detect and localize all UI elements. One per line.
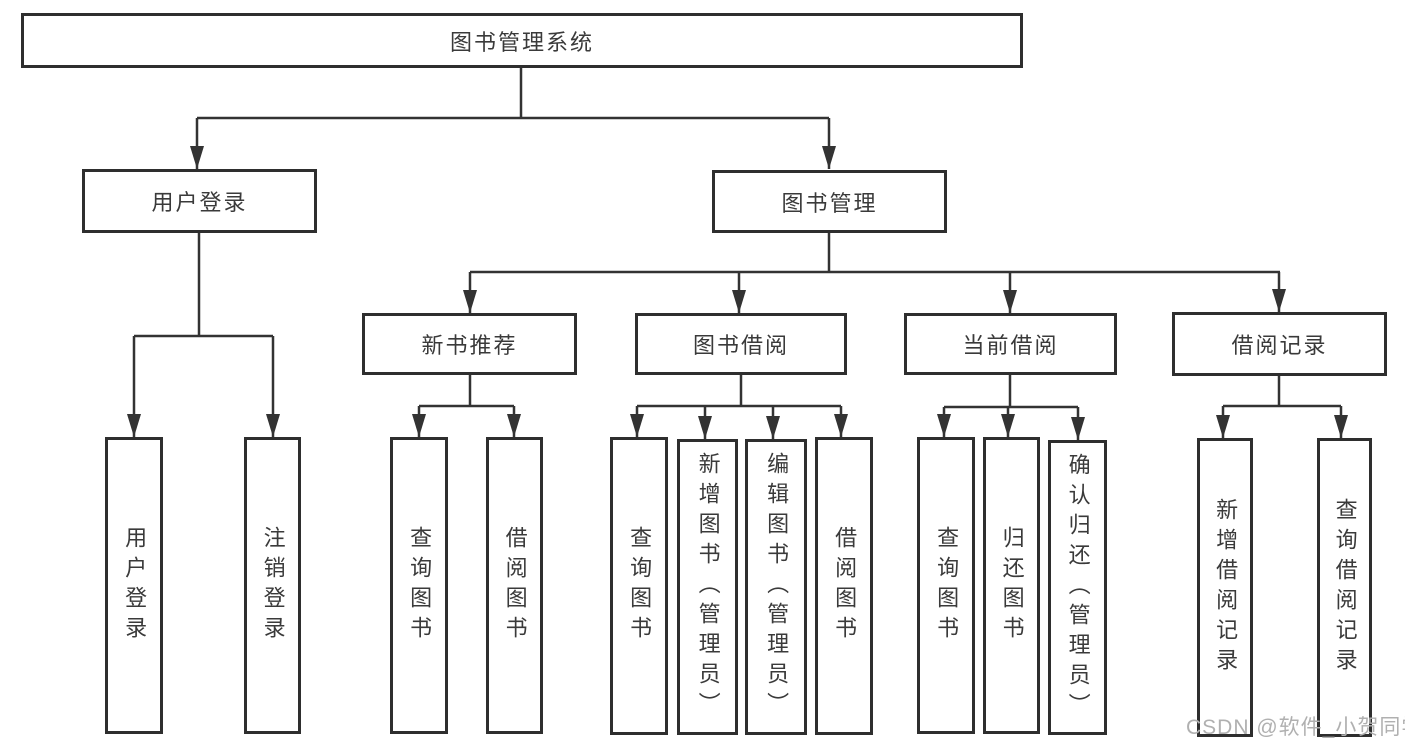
leaf-label: 借阅图书: [832, 526, 858, 646]
leaf-logout: 注销登录: [244, 437, 301, 734]
csdn-watermark: CSDN @软件_小贺同学: [1186, 716, 1405, 739]
node-current-borrow: 当前借阅: [904, 313, 1117, 375]
leaf-return-book: 归还图书: [983, 437, 1040, 734]
leaf-label: 用户登录: [122, 525, 148, 646]
leaf-label: 查询图书: [934, 525, 960, 646]
node-root: 图书管理系统: [21, 13, 1023, 68]
connector-current-group: [942, 375, 1080, 440]
connector-borrow-group: [635, 375, 843, 439]
connector-record-group: [1221, 376, 1343, 438]
node-book-borrow: 图书借阅: [635, 313, 847, 375]
connector-new-book-group: [417, 375, 516, 437]
leaf-confirm-return-admin: 确认归还（管理员）: [1048, 440, 1107, 735]
arrowheads: [127, 146, 1348, 440]
leaf-borrow-books-2: 借阅图书: [815, 437, 873, 735]
connector-user-login-group: [132, 233, 275, 437]
leaf-edit-book-admin: 编辑图书（管理员）: [745, 439, 807, 735]
node-user-login: 用户登录: [82, 169, 317, 233]
leaf-label: 查询借阅记录: [1332, 497, 1358, 678]
node-new-book-recommend: 新书推荐: [362, 313, 577, 375]
connector-root: [195, 68, 831, 169]
node-book-management: 图书管理: [712, 170, 947, 233]
leaf-label: 确认归还（管理员）: [1065, 452, 1091, 723]
leaf-label: 新增借阅记录: [1213, 497, 1239, 678]
leaf-query-books-1: 查询图书: [390, 437, 448, 734]
leaf-borrow-books-1: 借阅图书: [486, 437, 543, 734]
connector-book-mgmt-bar: [468, 233, 1281, 313]
leaf-user-login: 用户登录: [105, 437, 163, 734]
leaf-add-book-admin: 新增图书（管理员）: [677, 439, 738, 735]
leaf-label: 查询图书: [627, 526, 653, 646]
leaf-label: 新增图书（管理员）: [695, 452, 721, 722]
node-borrow-record: 借阅记录: [1172, 312, 1387, 376]
leaf-query-books-3: 查询图书: [917, 437, 975, 734]
leaf-query-borrow-record: 查询借阅记录: [1317, 438, 1372, 737]
leaf-query-books-2: 查询图书: [610, 437, 668, 735]
leaf-label: 归还图书: [999, 525, 1025, 646]
leaf-label: 查询图书: [407, 525, 433, 646]
leaf-add-borrow-record: 新增借阅记录: [1197, 438, 1253, 737]
leaf-label: 借阅图书: [502, 525, 528, 646]
leaf-label: 编辑图书（管理员）: [764, 452, 790, 722]
leaf-label: 注销登录: [260, 525, 286, 646]
